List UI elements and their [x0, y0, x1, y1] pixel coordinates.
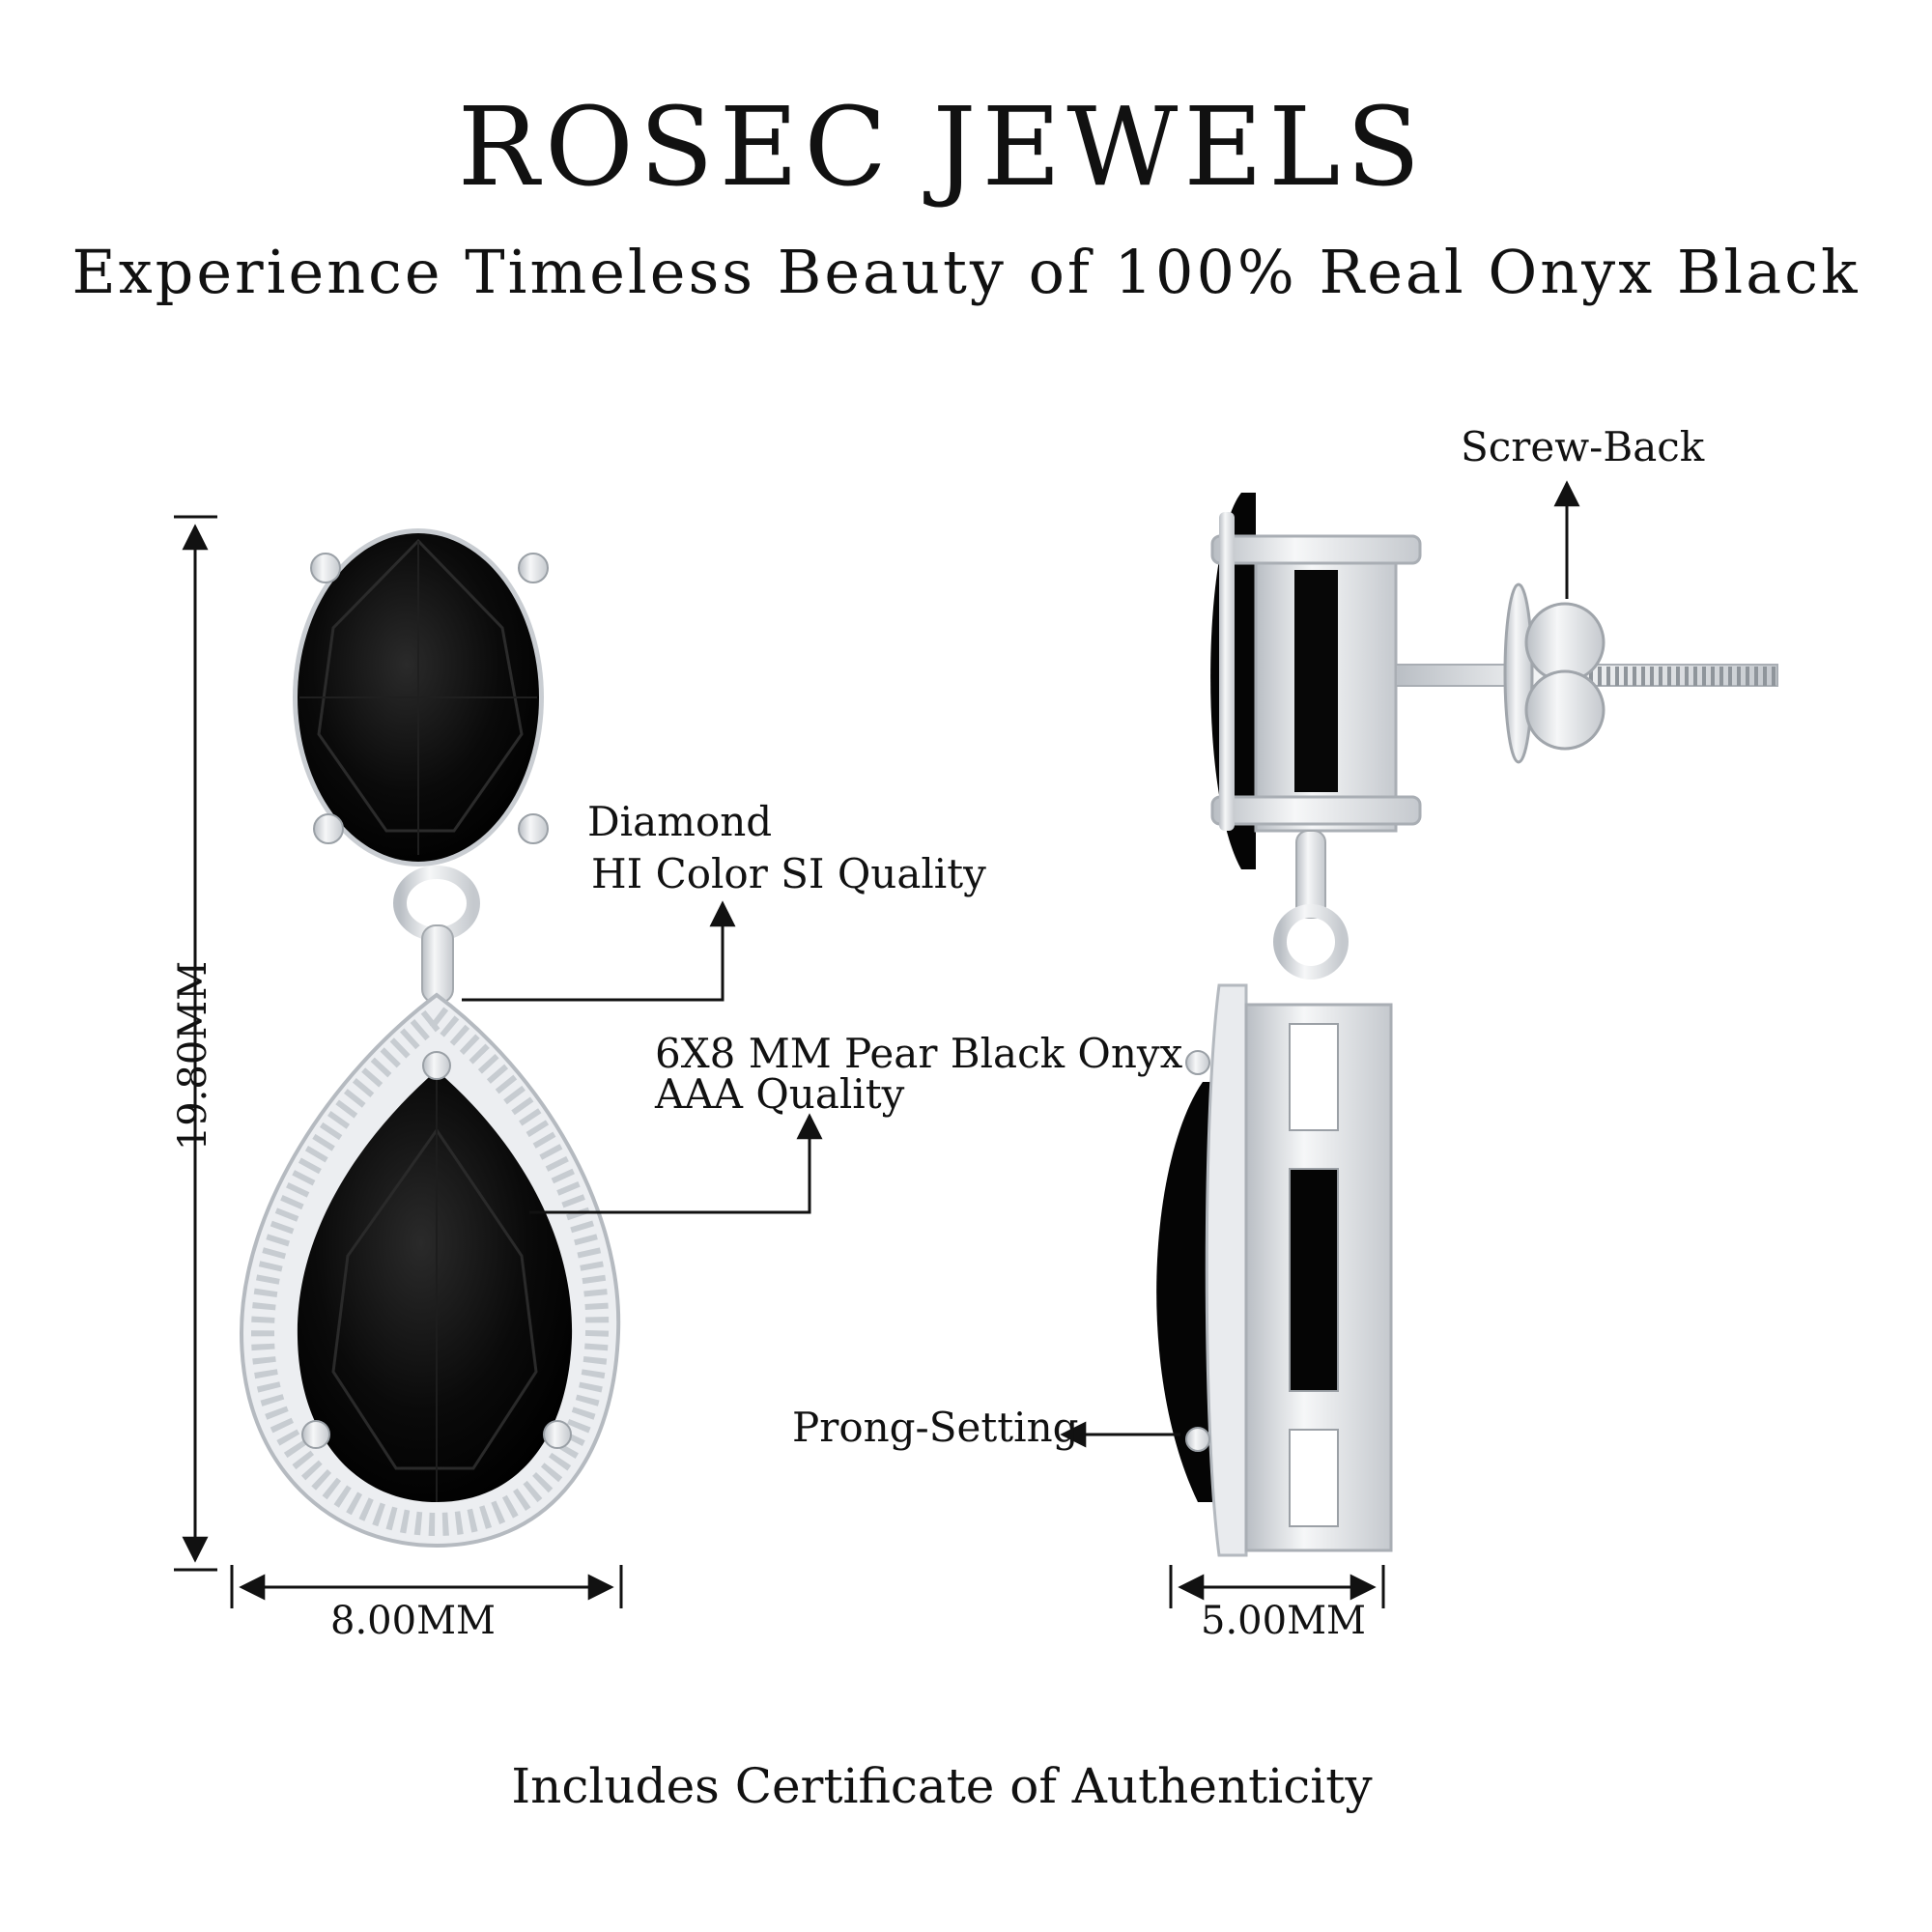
front-width-label: 8.00MM — [330, 1599, 496, 1643]
screw-back-label: Screw-Back — [1461, 423, 1705, 470]
stone-callout-quality: AAA Quality — [655, 1070, 905, 1118]
screw-back-post — [1395, 582, 1778, 764]
height-dimension-label: 19.80MM — [171, 960, 215, 1151]
side-view-earring — [1156, 493, 1778, 1557]
stone-callout-leader — [529, 1113, 823, 1214]
side-width-label: 5.00MM — [1201, 1599, 1366, 1643]
side-pear-drop — [1156, 983, 1393, 1557]
pear-onyx-stone — [297, 1051, 573, 1502]
prong-setting-label: Prong-Setting — [792, 1404, 1079, 1451]
oval-onyx-stone — [293, 528, 549, 867]
diamond-callout-title: Diamond — [587, 798, 773, 845]
certificate-note: Includes Certificate of Authenticity — [511, 1758, 1373, 1814]
side-bail-connector — [1273, 830, 1349, 980]
tagline: Experience Timeless Beauty of 100% Real … — [71, 237, 1861, 307]
brand-title: ROSEC JEWELS — [457, 85, 1427, 211]
stud-setting — [1210, 493, 1422, 869]
diamond-callout-quality: HI Color SI Quality — [591, 850, 986, 897]
stone-callout-title: 6X8 MM Pear Black Onyx — [655, 1030, 1183, 1077]
front-width-dimension-line — [230, 1565, 623, 1608]
height-dimension-line — [174, 515, 217, 1572]
side-width-dimension-line — [1169, 1565, 1385, 1608]
diamond-callout-leader — [462, 900, 736, 1002]
front-view-earring — [239, 528, 621, 1548]
bail-connector — [393, 866, 480, 1004]
